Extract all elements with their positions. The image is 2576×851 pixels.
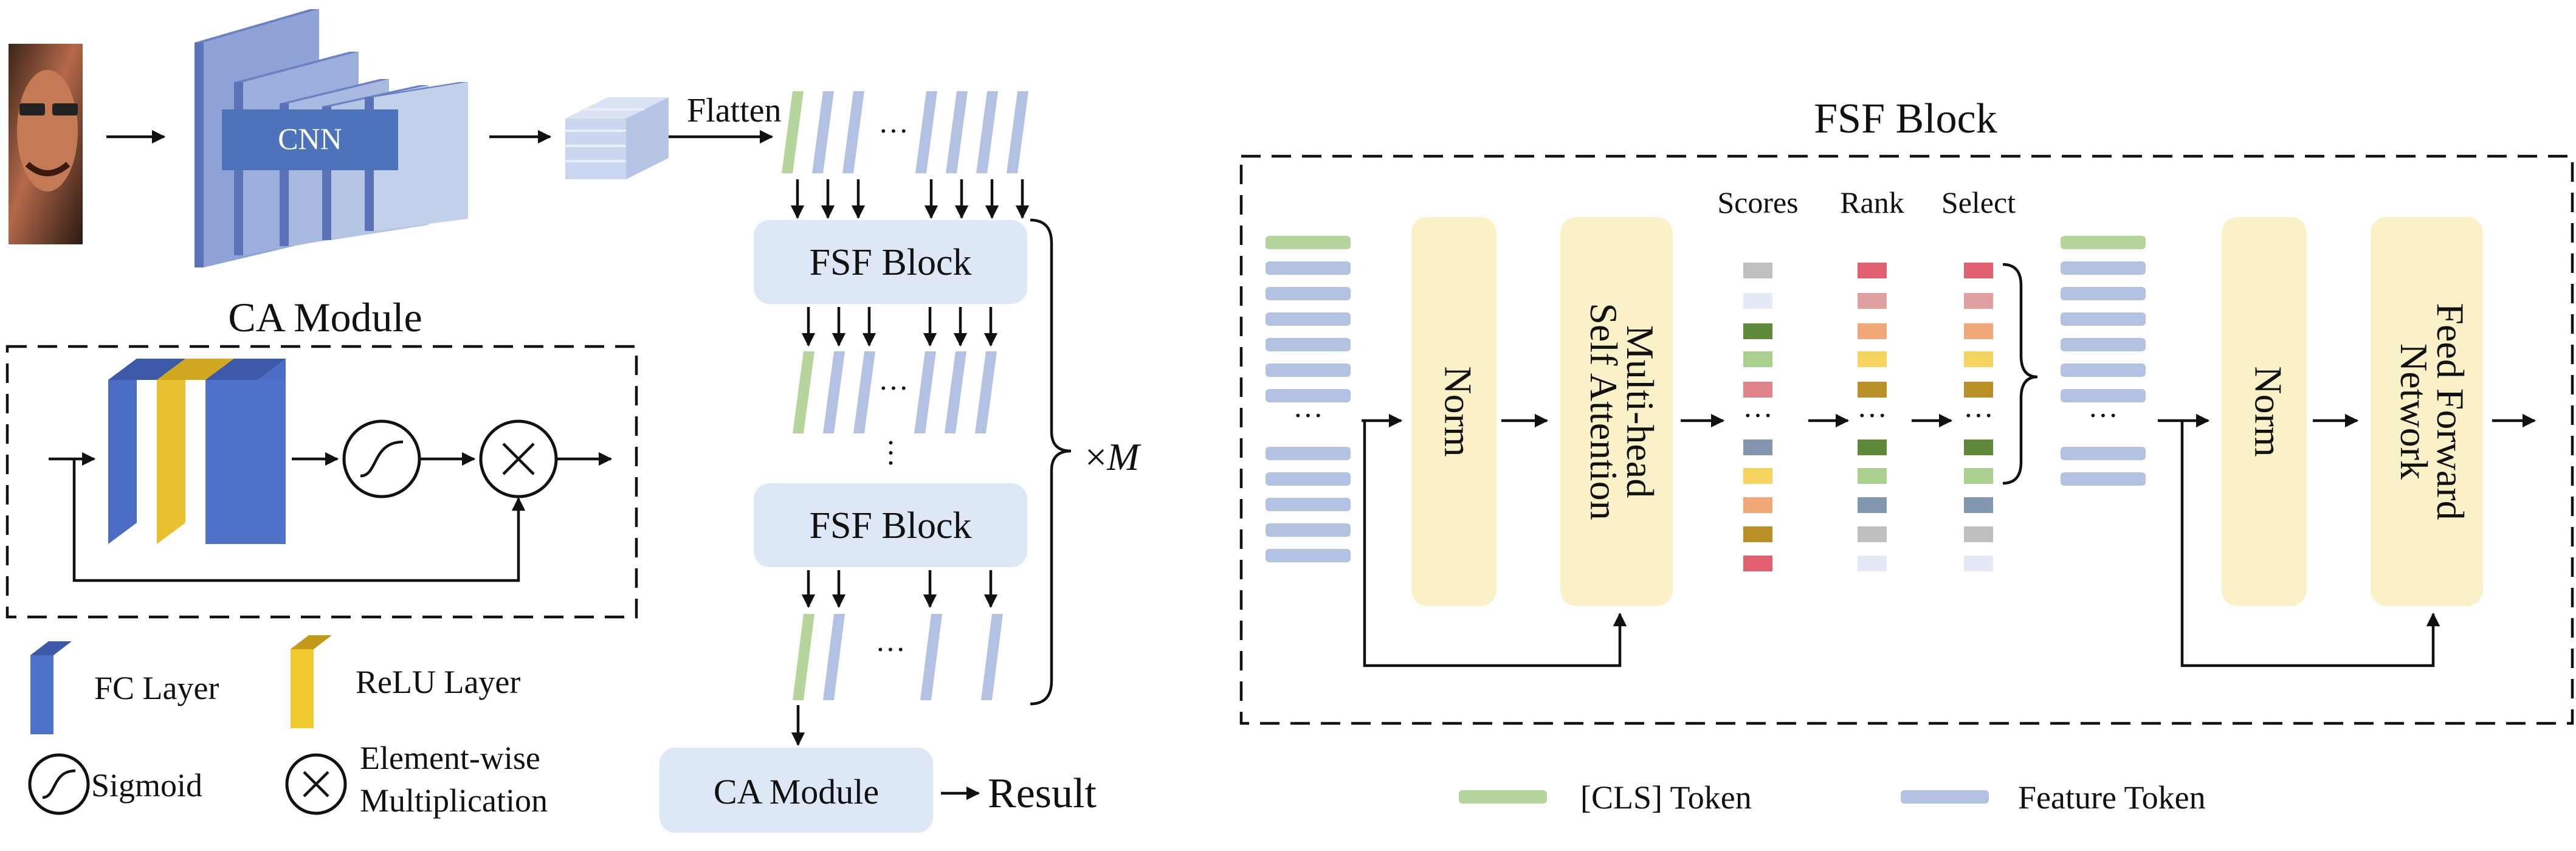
norm-block-2 bbox=[2222, 217, 2307, 606]
token-ellipsis: ··· bbox=[1743, 398, 1773, 432]
fsf-block-1-label: FSF Block bbox=[809, 242, 971, 283]
norm-label-2: Norm bbox=[2247, 366, 2290, 457]
scores-column: ··· bbox=[1743, 263, 1773, 571]
repeat-brace bbox=[1030, 218, 1072, 706]
scores-label: Scores bbox=[1717, 185, 1798, 219]
ffn-label-line1: Feed Forward bbox=[2429, 303, 2472, 520]
result-label: Result bbox=[988, 770, 1097, 817]
sigmoid-icon bbox=[342, 419, 421, 498]
cnn-label-box bbox=[222, 109, 398, 170]
fsf-detail-dashed-frame bbox=[1239, 154, 2574, 725]
flatten-label: Flatten bbox=[687, 92, 782, 129]
cls-token-legend-label: [CLS] Token bbox=[1580, 779, 1752, 816]
input-face-image bbox=[9, 44, 83, 244]
mhsa-label-line2: Self Attention bbox=[1582, 303, 1625, 520]
select-label: Select bbox=[1941, 185, 2016, 219]
feature-token-legend-swatch bbox=[1901, 790, 1989, 804]
repeat-label: ×M bbox=[1085, 435, 1142, 478]
residual-connection-1 bbox=[1363, 421, 1627, 667]
ca-module-box bbox=[659, 748, 933, 833]
fc-layer-legend-label: FC Layer bbox=[94, 670, 219, 706]
arrows-out-fsf-1 bbox=[801, 307, 998, 347]
feature-token-legend-label: Feature Token bbox=[2018, 779, 2206, 816]
select-brace bbox=[2002, 263, 2038, 485]
rank-label: Rank bbox=[1840, 185, 1904, 219]
ffn-label-line2: Network bbox=[2392, 343, 2436, 480]
token-ellipsis: ··· bbox=[1963, 398, 1994, 432]
feature-map-cube bbox=[565, 97, 669, 179]
input-token-column: ··· bbox=[1266, 236, 1351, 562]
elementwise-legend-line2: Multiplication bbox=[360, 782, 548, 819]
sigmoid-legend-label: Sigmoid bbox=[91, 767, 202, 804]
ffn-block bbox=[2371, 217, 2483, 606]
ffn-label: Feed Forward Network bbox=[2392, 303, 2472, 520]
relu-layer-legend-icon bbox=[291, 635, 332, 728]
cnn-layer-stack: CNN bbox=[195, 9, 468, 267]
token-row-1: ··· bbox=[782, 91, 1028, 173]
ca-skip-connection bbox=[72, 459, 526, 582]
ca-module-title: CA Module bbox=[228, 294, 422, 340]
multiply-icon bbox=[479, 419, 558, 498]
arrows-into-fsf-1 bbox=[790, 179, 1030, 219]
multiply-legend-icon bbox=[285, 753, 347, 815]
mhsa-label: Multi-head Self Attention bbox=[1582, 303, 1662, 520]
norm-block-1 bbox=[1411, 217, 1496, 606]
vertical-ellipsis: ··· bbox=[874, 438, 908, 468]
ca-fc-layer-1 bbox=[108, 359, 188, 544]
sigmoid-legend-icon bbox=[28, 753, 90, 815]
cls-token-legend-swatch bbox=[1459, 790, 1547, 804]
fsf-block-2-label: FSF Block bbox=[809, 505, 971, 546]
norm-label-1: Norm bbox=[1436, 366, 1479, 457]
ca-relu-layer bbox=[157, 359, 237, 544]
arrows-out-fsf-2 bbox=[801, 570, 998, 608]
token-ellipsis: ··· bbox=[2088, 398, 2118, 432]
token-ellipsis: ··· bbox=[878, 371, 909, 405]
token-row-3: ··· bbox=[793, 614, 1003, 700]
token-ellipsis: ··· bbox=[878, 114, 909, 148]
fc-layer-legend-icon bbox=[30, 641, 72, 734]
token-ellipsis: ··· bbox=[1293, 398, 1323, 432]
elementwise-legend-line1: Element-wise bbox=[360, 740, 540, 776]
token-ellipsis: ··· bbox=[875, 632, 906, 666]
relu-layer-legend-label: ReLU Layer bbox=[356, 664, 520, 700]
mhsa-label-line1: Multi-head bbox=[1619, 325, 1662, 498]
rank-column: ··· bbox=[1857, 263, 1887, 571]
ca-module-dashed-frame bbox=[5, 345, 638, 619]
cnn-label: CNN bbox=[278, 122, 342, 156]
token-row-2: ··· bbox=[793, 351, 997, 433]
fsf-block-2 bbox=[754, 483, 1027, 567]
mhsa-block bbox=[1560, 217, 1673, 606]
selected-token-column: ··· bbox=[2061, 236, 2146, 486]
ca-fc-layer-2 bbox=[205, 359, 286, 544]
residual-connection-2 bbox=[2180, 421, 2440, 667]
token-ellipsis: ··· bbox=[1857, 398, 1887, 432]
fsf-detail-title: FSF Block bbox=[1814, 95, 1997, 142]
select-column: ··· bbox=[1963, 263, 1994, 571]
ca-module-box-label: CA Module bbox=[714, 772, 879, 811]
fsf-block-1 bbox=[754, 220, 1027, 304]
